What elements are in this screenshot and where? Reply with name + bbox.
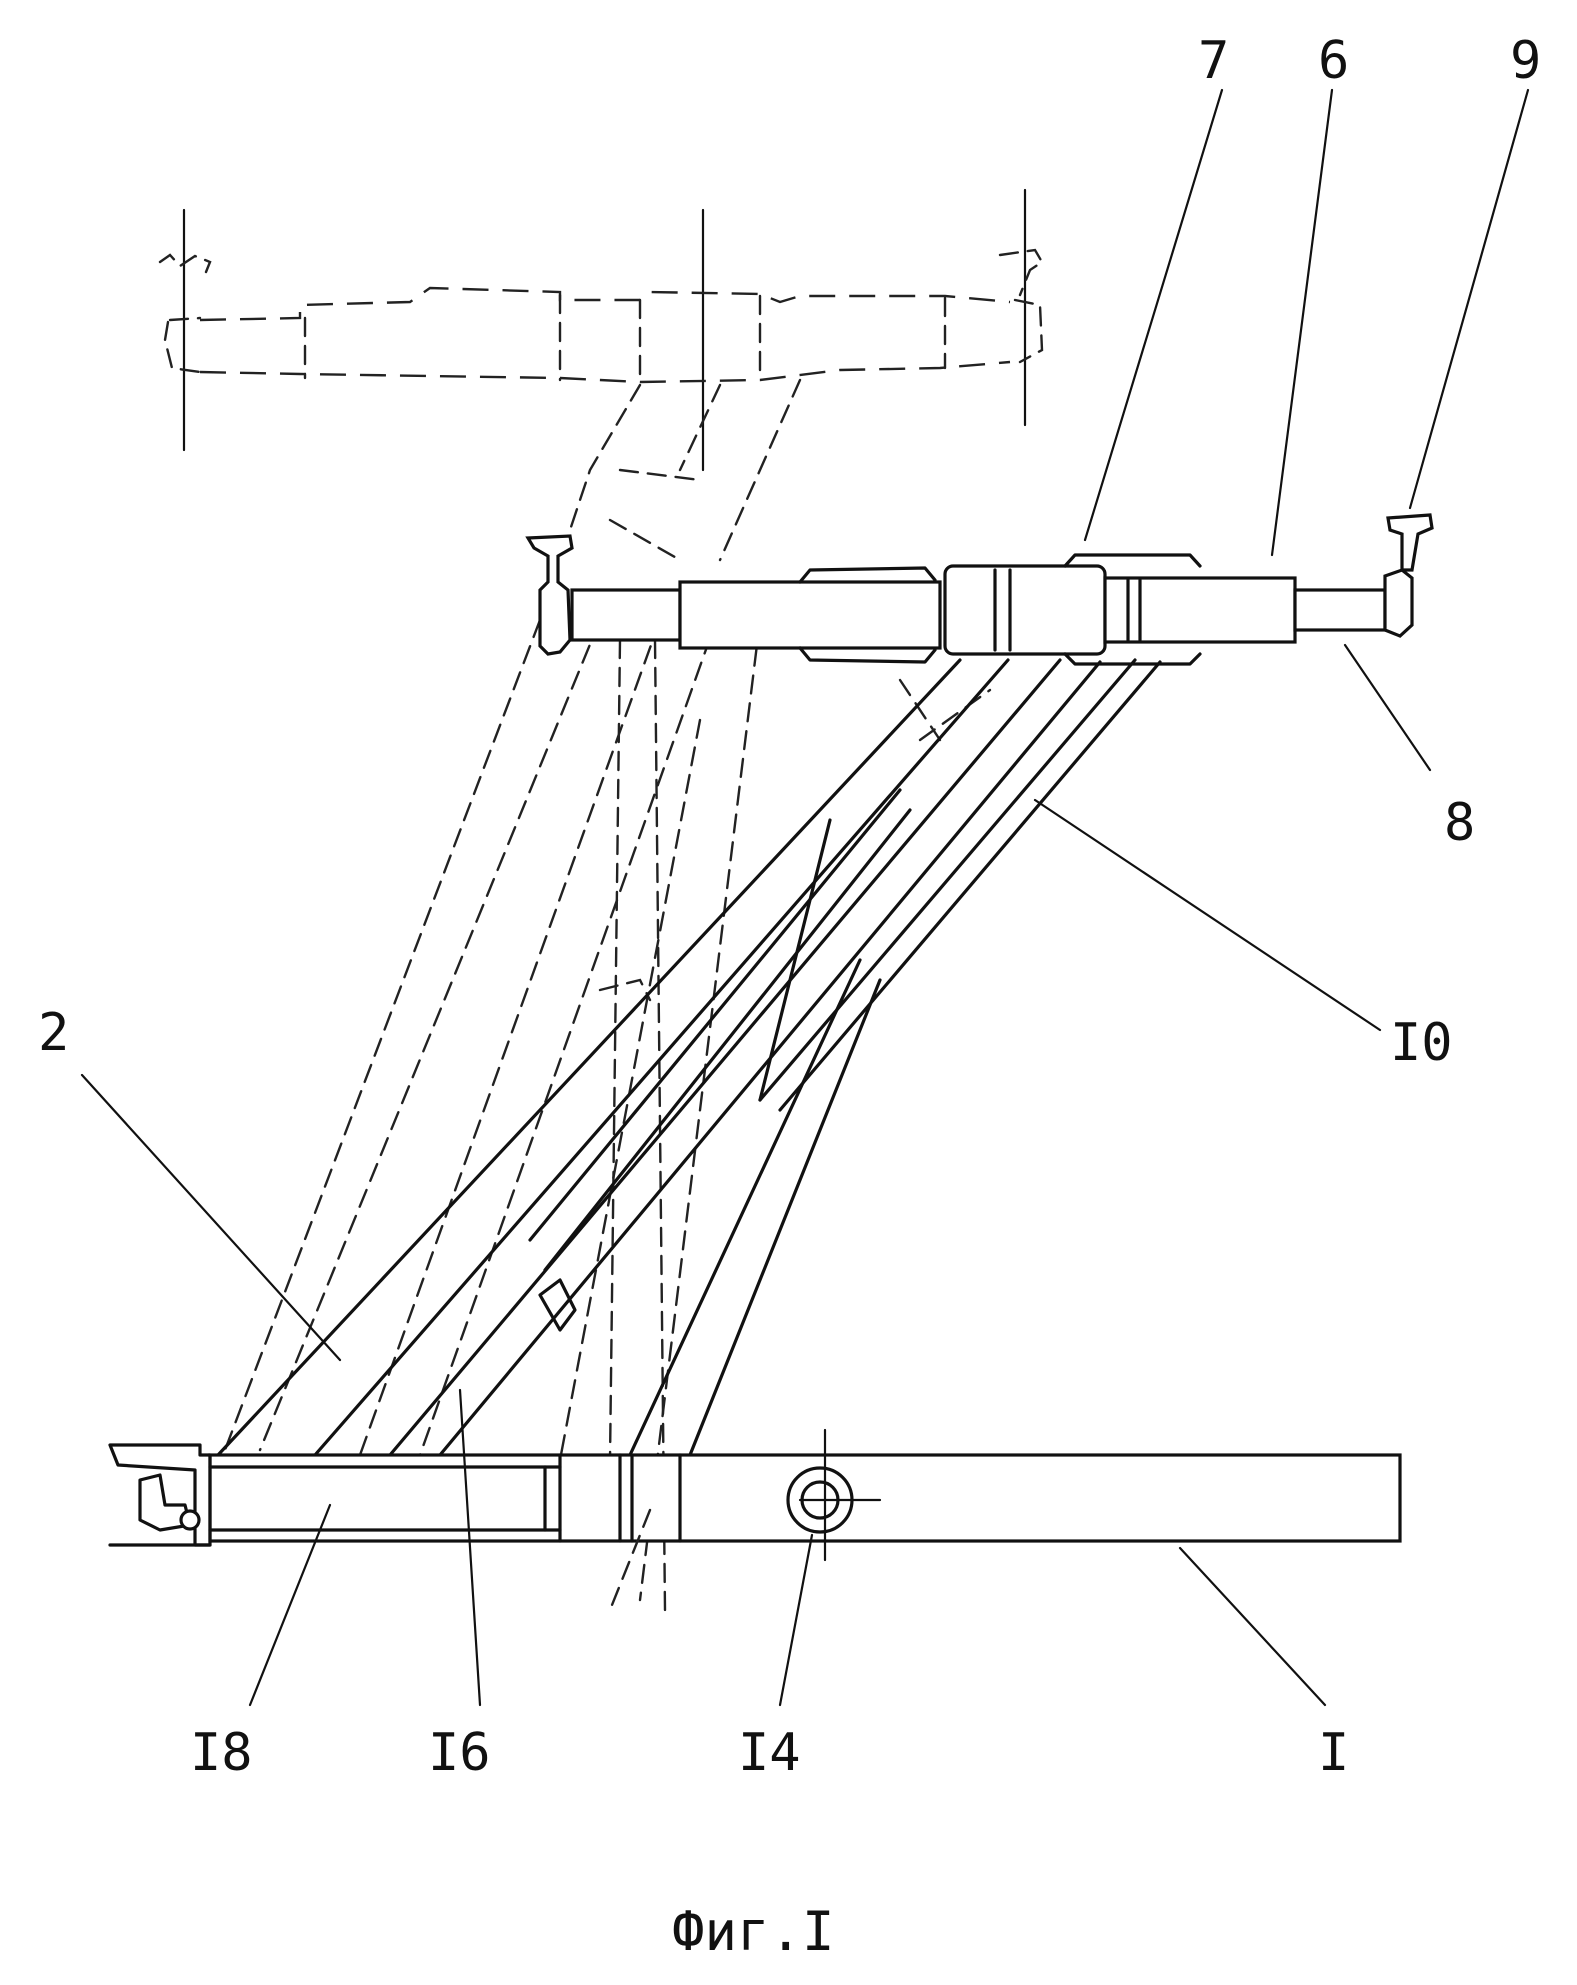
figure-caption: Фиг.I	[672, 1900, 835, 1963]
support-arms	[216, 658, 1162, 1457]
label-14: I4	[738, 1723, 801, 1783]
label-7: 7	[1198, 31, 1229, 91]
label-8: 8	[1444, 793, 1475, 853]
label-6: 6	[1318, 31, 1349, 91]
reference-labels: 7 6 9 8 I0 2 I8 I6 I4 I	[38, 31, 1541, 1783]
label-1: I	[1318, 1723, 1349, 1783]
phantom-upper-assembly	[158, 188, 1044, 562]
label-2: 2	[38, 1003, 69, 1063]
base-frame	[108, 1428, 1402, 1612]
label-16: I6	[428, 1723, 491, 1783]
label-10: I0	[1390, 1013, 1453, 1073]
leader-lines	[80, 88, 1530, 1707]
upper-beam-assembly	[525, 513, 1434, 666]
label-18: I8	[190, 1723, 253, 1783]
label-9: 9	[1510, 31, 1541, 91]
